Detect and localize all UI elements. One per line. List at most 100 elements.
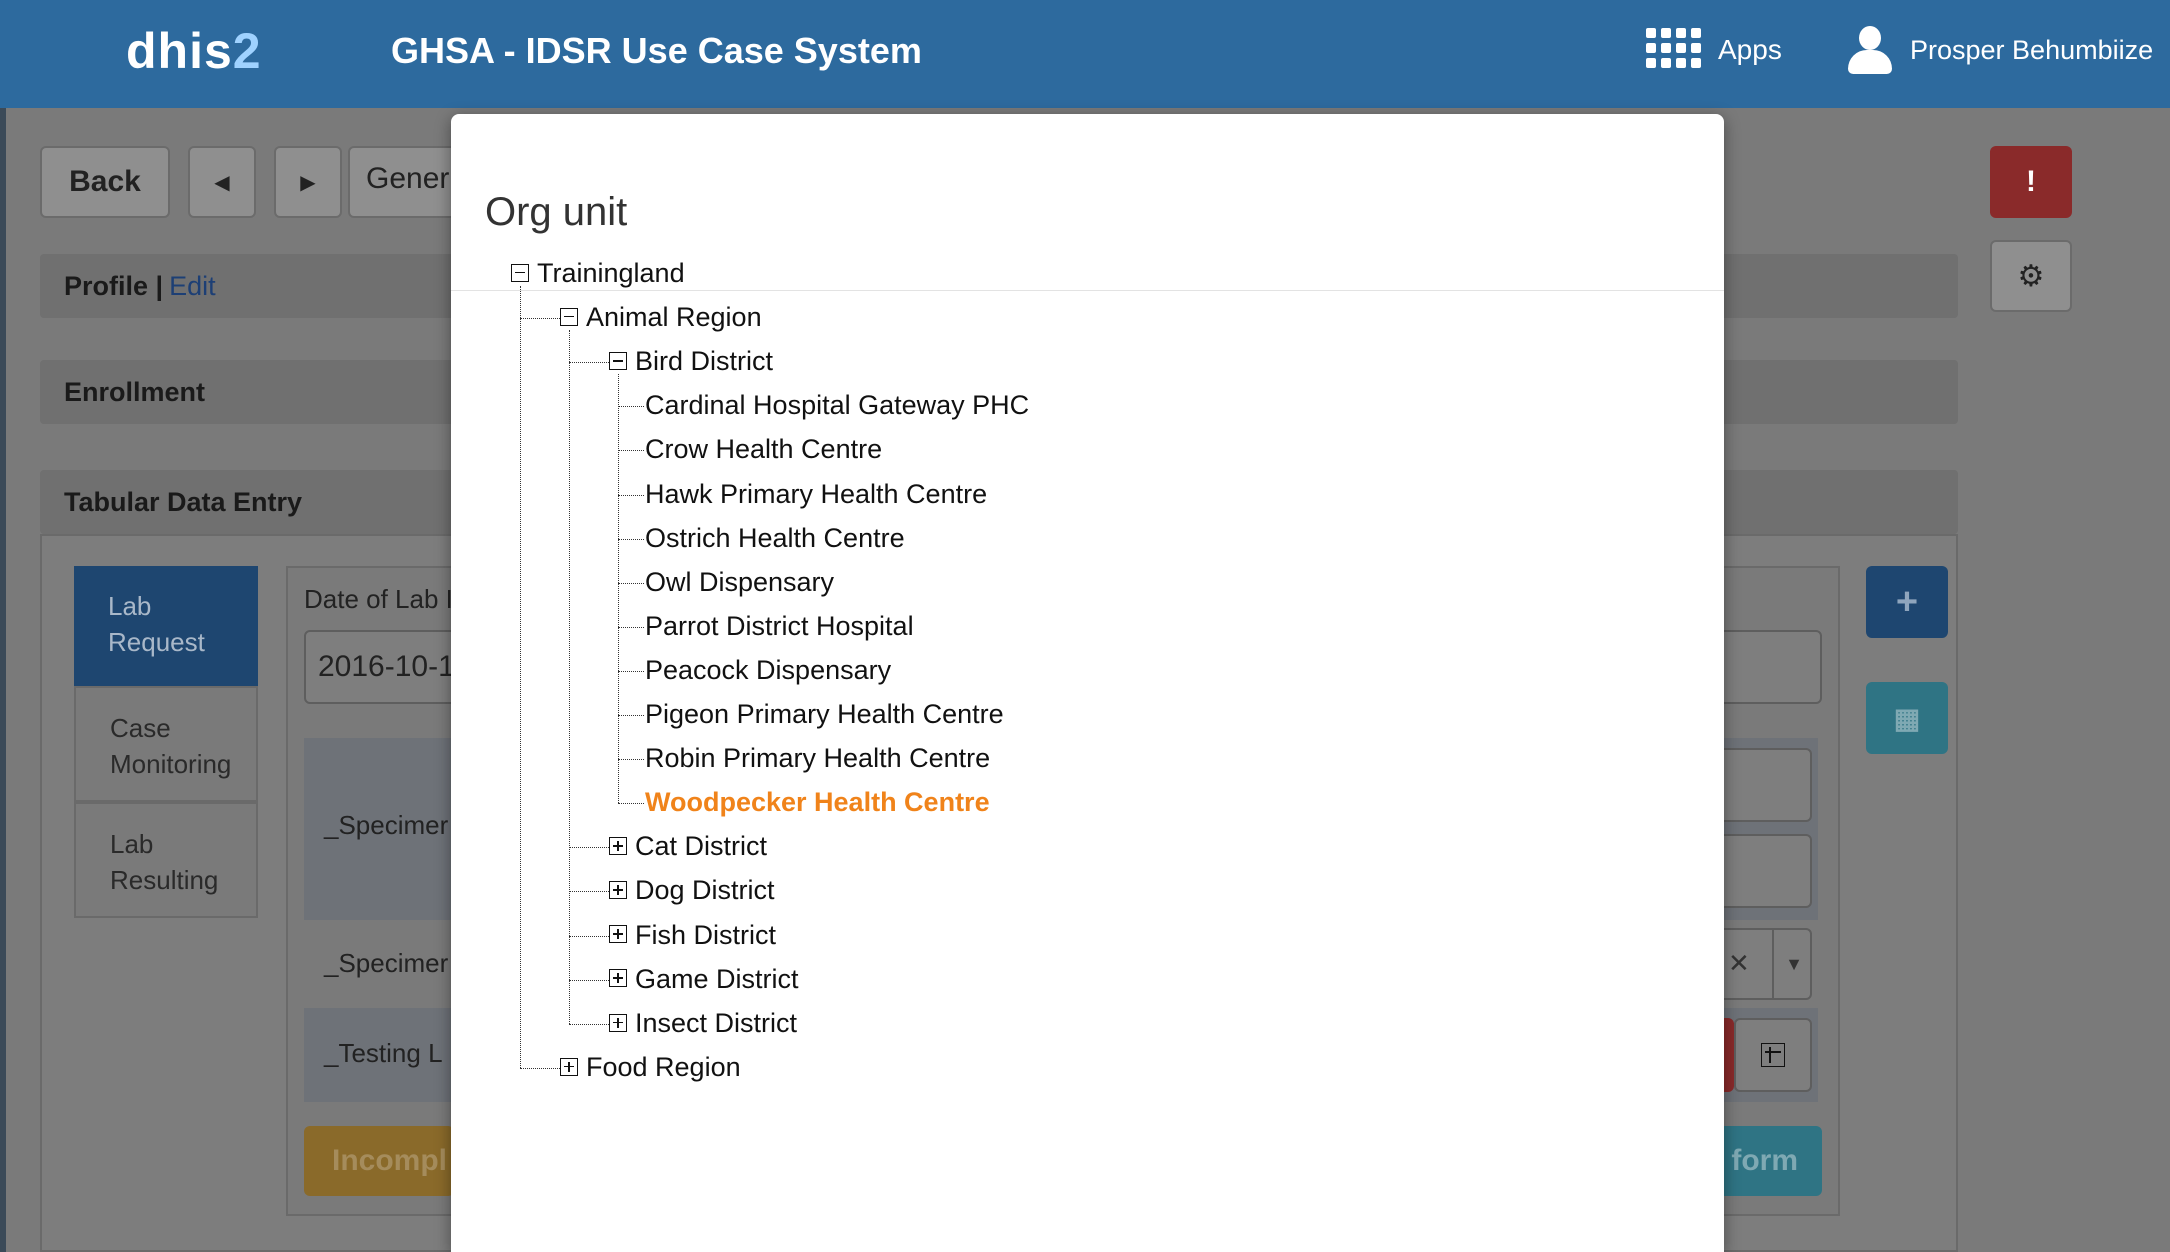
alert-button[interactable]: ! [1990,146,2072,218]
date-input[interactable]: 2016-10-1 [304,630,464,704]
apps-menu-button[interactable]: Apps [1646,28,1782,72]
modal-title: Org unit [485,190,628,234]
tree-connector [618,803,644,805]
org-unit-label[interactable]: Dog District [635,875,775,906]
org-unit-label[interactable]: Cat District [635,831,768,862]
collapse-minus-icon[interactable] [560,307,578,326]
org-unit-label[interactable]: Pigeon Primary Health Centre [645,699,1004,729]
org-unit-node[interactable]: Game District [609,962,799,996]
tabular-data-entry-label: Tabular Data Entry [64,486,303,517]
org-unit-node[interactable]: Peacock Dispensary [645,653,891,687]
org-unit-node[interactable]: Food Region [560,1050,741,1084]
org-unit-node[interactable]: Dog District [609,873,775,907]
settings-button[interactable]: ⚙ [1990,240,2072,312]
org-unit-label[interactable]: Fish District [635,919,776,950]
exclamation-circle-icon: ! [2026,165,2036,198]
previous-button[interactable]: ◀ [188,146,256,218]
clear-icon[interactable]: ✕ [1728,948,1750,978]
tree-connector [618,759,644,761]
org-unit-node[interactable]: Crow Health Centre [645,432,882,466]
expand-plus-icon[interactable] [609,1013,627,1032]
apps-label: Apps [1718,34,1782,65]
org-unit-label[interactable]: Game District [635,963,799,994]
org-unit-label[interactable]: Crow Health Centre [645,434,883,465]
tree-connector [569,362,609,364]
org-unit-node[interactable]: Cardinal Hospital Gateway PHC [645,388,1029,422]
window-edge [0,108,6,1252]
schedule-button[interactable]: ▦ [1866,682,1948,754]
org-unit-label[interactable]: Bird District [635,346,774,377]
collapse-minus-icon[interactable] [609,352,627,371]
tree-connector [520,286,521,1068]
tree-connector [618,626,644,628]
org-unit-node[interactable]: Animal Region [560,300,762,334]
logo-accent: 2 [232,23,262,79]
stage-tab-lab-request[interactable]: Lab Request [74,566,258,686]
system-title: GHSA - IDSR Use Case System [391,30,922,71]
logo-main: dhis [126,23,233,79]
org-unit-label[interactable]: Food Region [586,1051,741,1082]
org-unit-node[interactable]: Robin Primary Health Centre [645,741,990,775]
expand-plus-icon[interactable] [560,1057,578,1076]
specimen-label-1: _Specimer [324,810,449,840]
org-unit-node[interactable]: Trainingland [511,256,685,290]
org-unit-node[interactable]: Ostrich Health Centre [645,521,905,555]
add-event-button[interactable]: + [1866,566,1948,638]
org-unit-node[interactable]: Cat District [609,829,767,863]
tree-connector [569,891,609,893]
org-unit-label[interactable]: Insect District [635,1007,798,1038]
org-unit-label[interactable]: Ostrich Health Centre [645,522,905,553]
org-unit-node[interactable]: Insect District [609,1006,797,1040]
next-button[interactable]: ▶ [274,146,342,218]
plus-square-icon [1761,1043,1785,1067]
back-button[interactable]: Back [40,146,170,218]
org-unit-label[interactable]: Animal Region [586,302,762,333]
org-unit-label[interactable]: Trainingland [537,258,685,288]
caret-right-icon: ▶ [300,171,316,194]
org-unit-label[interactable]: Woodpecker Health Centre [645,787,990,818]
tree-connector [569,330,570,1024]
tree-connector [618,582,644,584]
plus-icon: + [1895,580,1919,623]
tree-connector [618,406,644,408]
org-unit-node[interactable]: Fish District [609,918,776,952]
tree-connector [618,450,644,452]
org-unit-label[interactable]: Hawk Primary Health Centre [645,478,988,509]
incomplete-button[interactable]: Incompl [304,1126,454,1196]
expand-plus-icon[interactable] [609,837,627,856]
org-unit-label[interactable]: Parrot District Hospital [645,610,914,641]
org-unit-label[interactable]: Owl Dispensary [645,566,835,597]
expand-plus-icon[interactable] [609,925,627,944]
tree-connector [569,979,609,981]
stage-tab-case-monitoring[interactable]: Case Monitoring [74,686,258,802]
org-unit-node[interactable]: Bird District [609,344,773,378]
tree-connector [520,1067,560,1069]
collapse-minus-icon[interactable] [511,263,529,282]
tree-connector [618,494,644,496]
org-unit-node[interactable]: Woodpecker Health Centre [645,785,990,819]
org-unit-label[interactable]: Cardinal Hospital Gateway PHC [645,390,1030,421]
user-profile-button[interactable]: Prosper Behumbiize [1848,26,2153,74]
specimen-label-2: _Specimer [324,948,449,978]
org-unit-node[interactable]: Pigeon Primary Health Centre [645,697,1004,731]
dhis2-logo[interactable]: dhis2 [126,22,262,80]
tree-connector [618,715,644,716]
tree-connector [618,670,644,672]
expand-plus-icon[interactable] [609,969,627,988]
caret-left-icon: ◀ [214,171,230,194]
org-unit-node[interactable]: Hawk Primary Health Centre [645,477,987,511]
stage-tab-lab-resulting[interactable]: Lab Resulting [74,802,258,918]
tree-connector [569,847,609,849]
top-bar: dhis2 GHSA - IDSR Use Case System Apps P… [0,0,2170,108]
general-button[interactable]: Gener [348,146,468,218]
dropdown-caret-icon[interactable]: ▼ [1772,930,1814,998]
profile-edit-link[interactable]: Edit [169,270,216,301]
expand-plus-icon[interactable] [609,881,627,900]
enrollment-label: Enrollment [64,376,206,407]
org-unit-node[interactable]: Parrot District Hospital [645,609,914,643]
testing-add-button[interactable] [1734,1018,1812,1092]
org-unit-node[interactable]: Owl Dispensary [645,565,834,599]
org-unit-label[interactable]: Peacock Dispensary [645,654,892,685]
date-of-lab-label: Date of Lab I [304,584,453,614]
org-unit-label[interactable]: Robin Primary Health Centre [645,743,991,774]
